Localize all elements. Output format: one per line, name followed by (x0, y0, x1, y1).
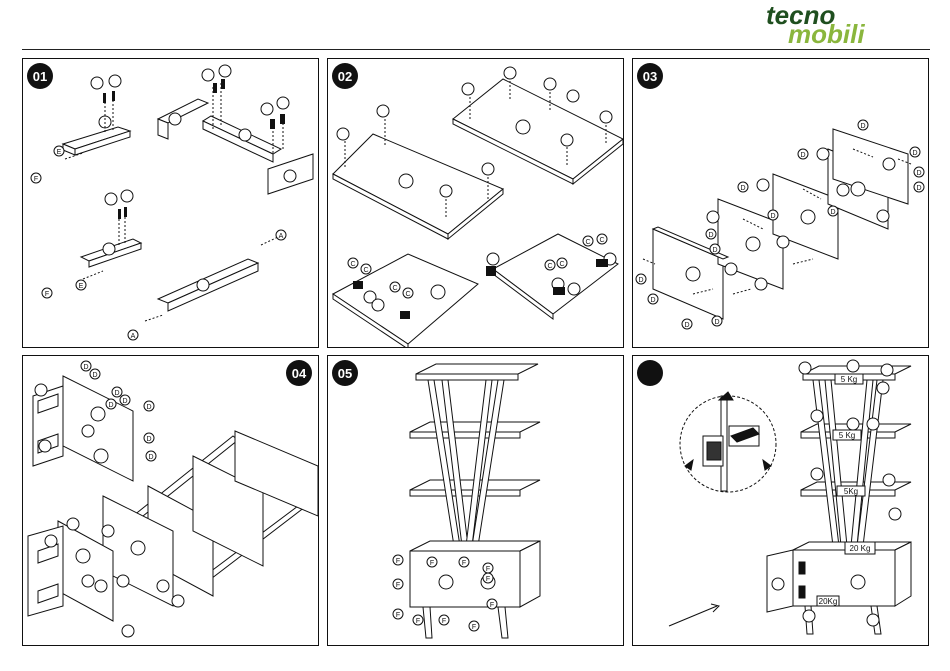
part-label: F (490, 602, 494, 609)
step-panel-03: 03 (632, 58, 929, 348)
step-panel-01: 01 (22, 58, 319, 348)
part-label: D (916, 185, 921, 192)
step-03-illustration: D D D D D D D D D D D D D D (633, 59, 929, 348)
step-06-illustration: 5 Kg 5 Kg 5Kg 20 Kg 20Kg (633, 356, 929, 646)
weight-tag: 20Kg (819, 597, 838, 606)
part-label: C (392, 285, 397, 292)
brand-line2: mobili (788, 19, 865, 46)
header-rule (22, 49, 930, 50)
step-panel-06: 5 Kg 5 Kg 5Kg 20 Kg 20Kg (632, 355, 929, 646)
part-label: D (146, 436, 151, 443)
part-label: D (122, 398, 127, 405)
part-label: F (416, 618, 420, 625)
part-label: D (83, 364, 88, 371)
step-panel-05: 05 F F (327, 355, 624, 646)
weight-tag: 5 Kg (839, 431, 855, 440)
step-05-illustration: F F F F F F F F F F F (328, 356, 624, 646)
part-label: D (912, 150, 917, 157)
part-label: F (45, 291, 49, 298)
part-label: C (405, 291, 410, 298)
part-label: D (108, 402, 113, 409)
part-label: C (585, 239, 590, 246)
step-panel-02: 02 (327, 58, 624, 348)
part-label: D (146, 404, 151, 411)
part-label: F (472, 624, 476, 631)
brand-logo: tecno mobili (760, 2, 940, 46)
part-label: F (396, 558, 400, 565)
part-label: D (92, 372, 97, 379)
step-panel-04: 04 (22, 355, 319, 646)
weight-tag: 5 Kg (841, 375, 857, 384)
part-label: D (830, 209, 835, 216)
part-label: C (350, 261, 355, 268)
part-label: D (638, 277, 643, 284)
part-label: D (712, 247, 717, 254)
part-label: E (79, 283, 84, 290)
part-label: D (114, 390, 119, 397)
part-label: D (708, 232, 713, 239)
part-label: C (363, 267, 368, 274)
step-02-illustration: C C C C C C C C (328, 59, 624, 348)
part-label: D (770, 213, 775, 220)
part-label: C (559, 261, 564, 268)
part-label: E (57, 149, 62, 156)
part-label: F (430, 560, 434, 567)
part-label: F (486, 566, 490, 573)
part-label: D (684, 322, 689, 329)
part-label: F (396, 582, 400, 589)
weight-tag: 5Kg (844, 487, 858, 496)
part-label: D (916, 170, 921, 177)
part-label: D (860, 123, 865, 130)
weight-tag: 20 Kg (850, 544, 871, 553)
part-label: C (599, 237, 604, 244)
part-label: F (396, 612, 400, 619)
part-label: F (486, 576, 490, 583)
part-label: F (462, 560, 466, 567)
part-label: F (442, 618, 446, 625)
part-label: D (650, 297, 655, 304)
part-label: D (714, 319, 719, 326)
part-label: A (279, 233, 284, 240)
part-label: D (148, 454, 153, 461)
part-label: F (34, 176, 38, 183)
part-label: D (740, 185, 745, 192)
part-label: D (800, 152, 805, 159)
step-01-illustration: E F F E A A (23, 59, 319, 348)
part-label: A (131, 333, 136, 340)
step-04-illustration: D D D D D D D D (23, 356, 319, 646)
part-label: C (547, 263, 552, 270)
